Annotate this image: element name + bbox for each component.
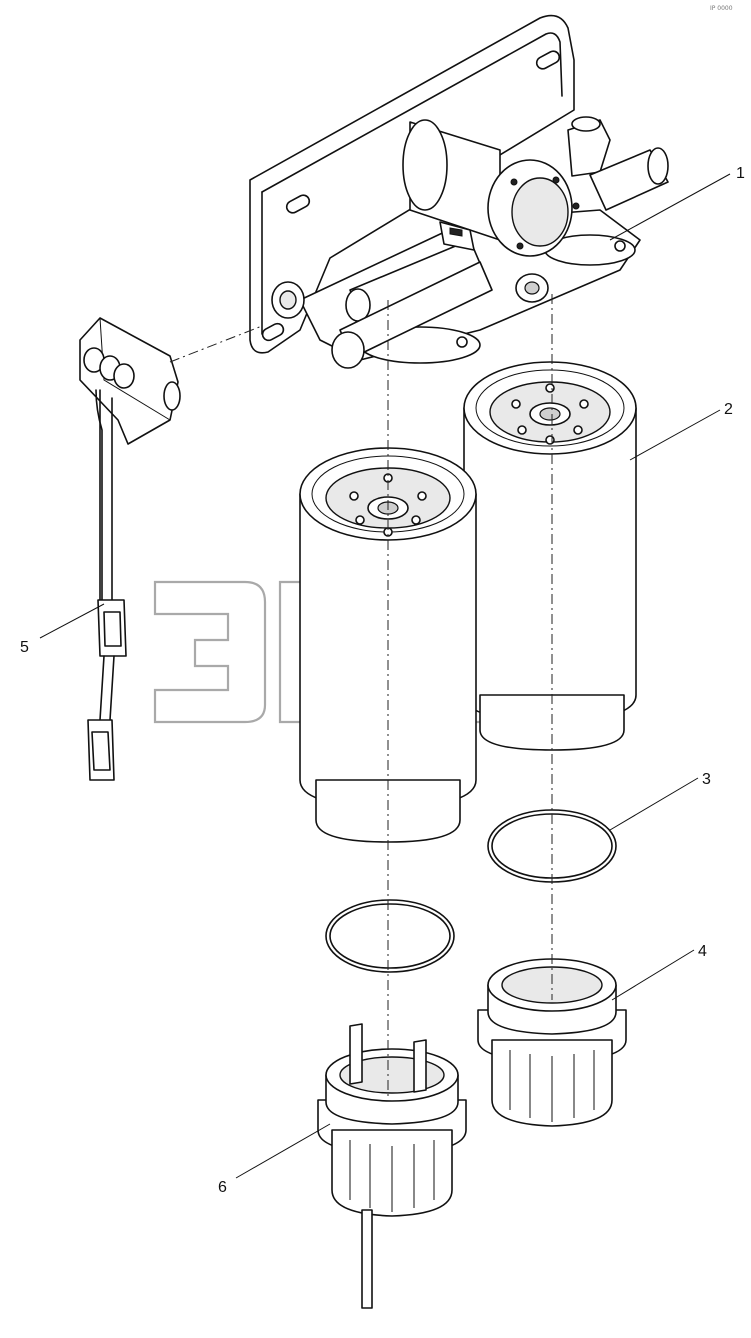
callout-4: 4 bbox=[698, 943, 707, 960]
leader-2 bbox=[629, 409, 721, 461]
leader-6 bbox=[235, 1123, 331, 1179]
callout-6: 6 bbox=[218, 1179, 227, 1196]
part-1-filter-head bbox=[249, 14, 669, 369]
callout-3: 3 bbox=[702, 771, 711, 788]
o-ring-front bbox=[325, 899, 455, 973]
callout-2: 2 bbox=[724, 401, 733, 418]
part-5-wiring-harness bbox=[79, 317, 181, 781]
part-6-water-bowl-with-sensor bbox=[317, 1023, 467, 1309]
corner-code: IP 0000 bbox=[710, 5, 733, 12]
callout-5: 5 bbox=[20, 639, 29, 656]
leader-5 bbox=[39, 603, 105, 639]
callout-1: 1 bbox=[736, 165, 745, 182]
part-4-water-bowl bbox=[477, 958, 627, 1127]
part-2-filter-cartridge-rear bbox=[463, 361, 637, 751]
leader-4 bbox=[611, 949, 695, 1001]
leader-3 bbox=[609, 777, 699, 831]
assembly-centerlines bbox=[169, 294, 553, 1100]
leader-1 bbox=[609, 173, 731, 241]
callouts: 1 2 3 4 5 6 bbox=[20, 165, 745, 1196]
